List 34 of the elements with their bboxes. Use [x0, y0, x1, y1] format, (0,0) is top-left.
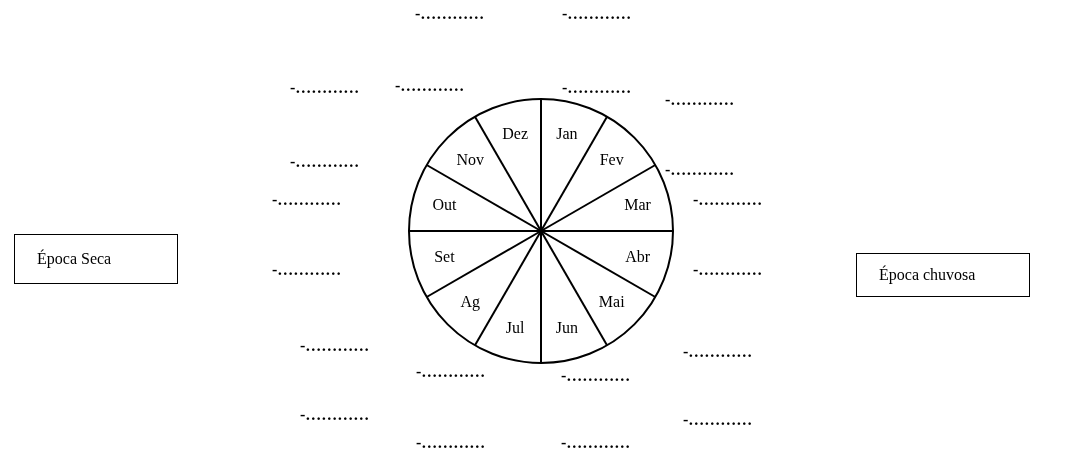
- fill-in-line: -…………: [562, 6, 632, 22]
- fill-in-line: -…………: [683, 412, 753, 428]
- fill-in-line: -…………: [395, 78, 465, 94]
- fill-in-line: -…………: [272, 262, 342, 278]
- fill-in-line: -…………: [562, 80, 632, 96]
- month-label: Dez: [502, 126, 528, 143]
- fill-in-line: -…………: [416, 364, 486, 380]
- fill-in-line: -…………: [290, 80, 360, 96]
- fill-in-line: -…………: [416, 435, 486, 451]
- season-box: Época Seca: [14, 234, 178, 284]
- month-label: Fev: [599, 152, 624, 169]
- month-label: Out: [432, 197, 457, 214]
- month-label: Abr: [625, 248, 650, 265]
- month-label: Set: [434, 248, 455, 265]
- season-box: Época chuvosa: [856, 253, 1030, 297]
- fill-in-line: -…………: [693, 192, 763, 208]
- fill-in-line: -…………: [415, 6, 485, 22]
- month-label: Jan: [556, 126, 578, 143]
- fill-in-line: -…………: [300, 407, 370, 423]
- fill-in-line: -…………: [561, 368, 631, 384]
- fill-in-line: -…………: [272, 192, 342, 208]
- month-label: Nov: [456, 152, 485, 169]
- fill-in-line: -…………: [683, 344, 753, 360]
- fill-in-line: -…………: [290, 154, 360, 170]
- fill-in-line: -…………: [665, 162, 735, 178]
- fill-in-line: -…………: [693, 262, 763, 278]
- month-label: Mar: [624, 197, 651, 214]
- month-label: Jul: [505, 319, 525, 336]
- fill-in-line: -…………: [561, 435, 631, 451]
- month-label: Mai: [598, 293, 625, 310]
- month-label: Jun: [555, 319, 578, 336]
- fill-in-line: -…………: [665, 92, 735, 108]
- month-label: Ag: [460, 293, 481, 310]
- fill-in-line: -…………: [300, 338, 370, 354]
